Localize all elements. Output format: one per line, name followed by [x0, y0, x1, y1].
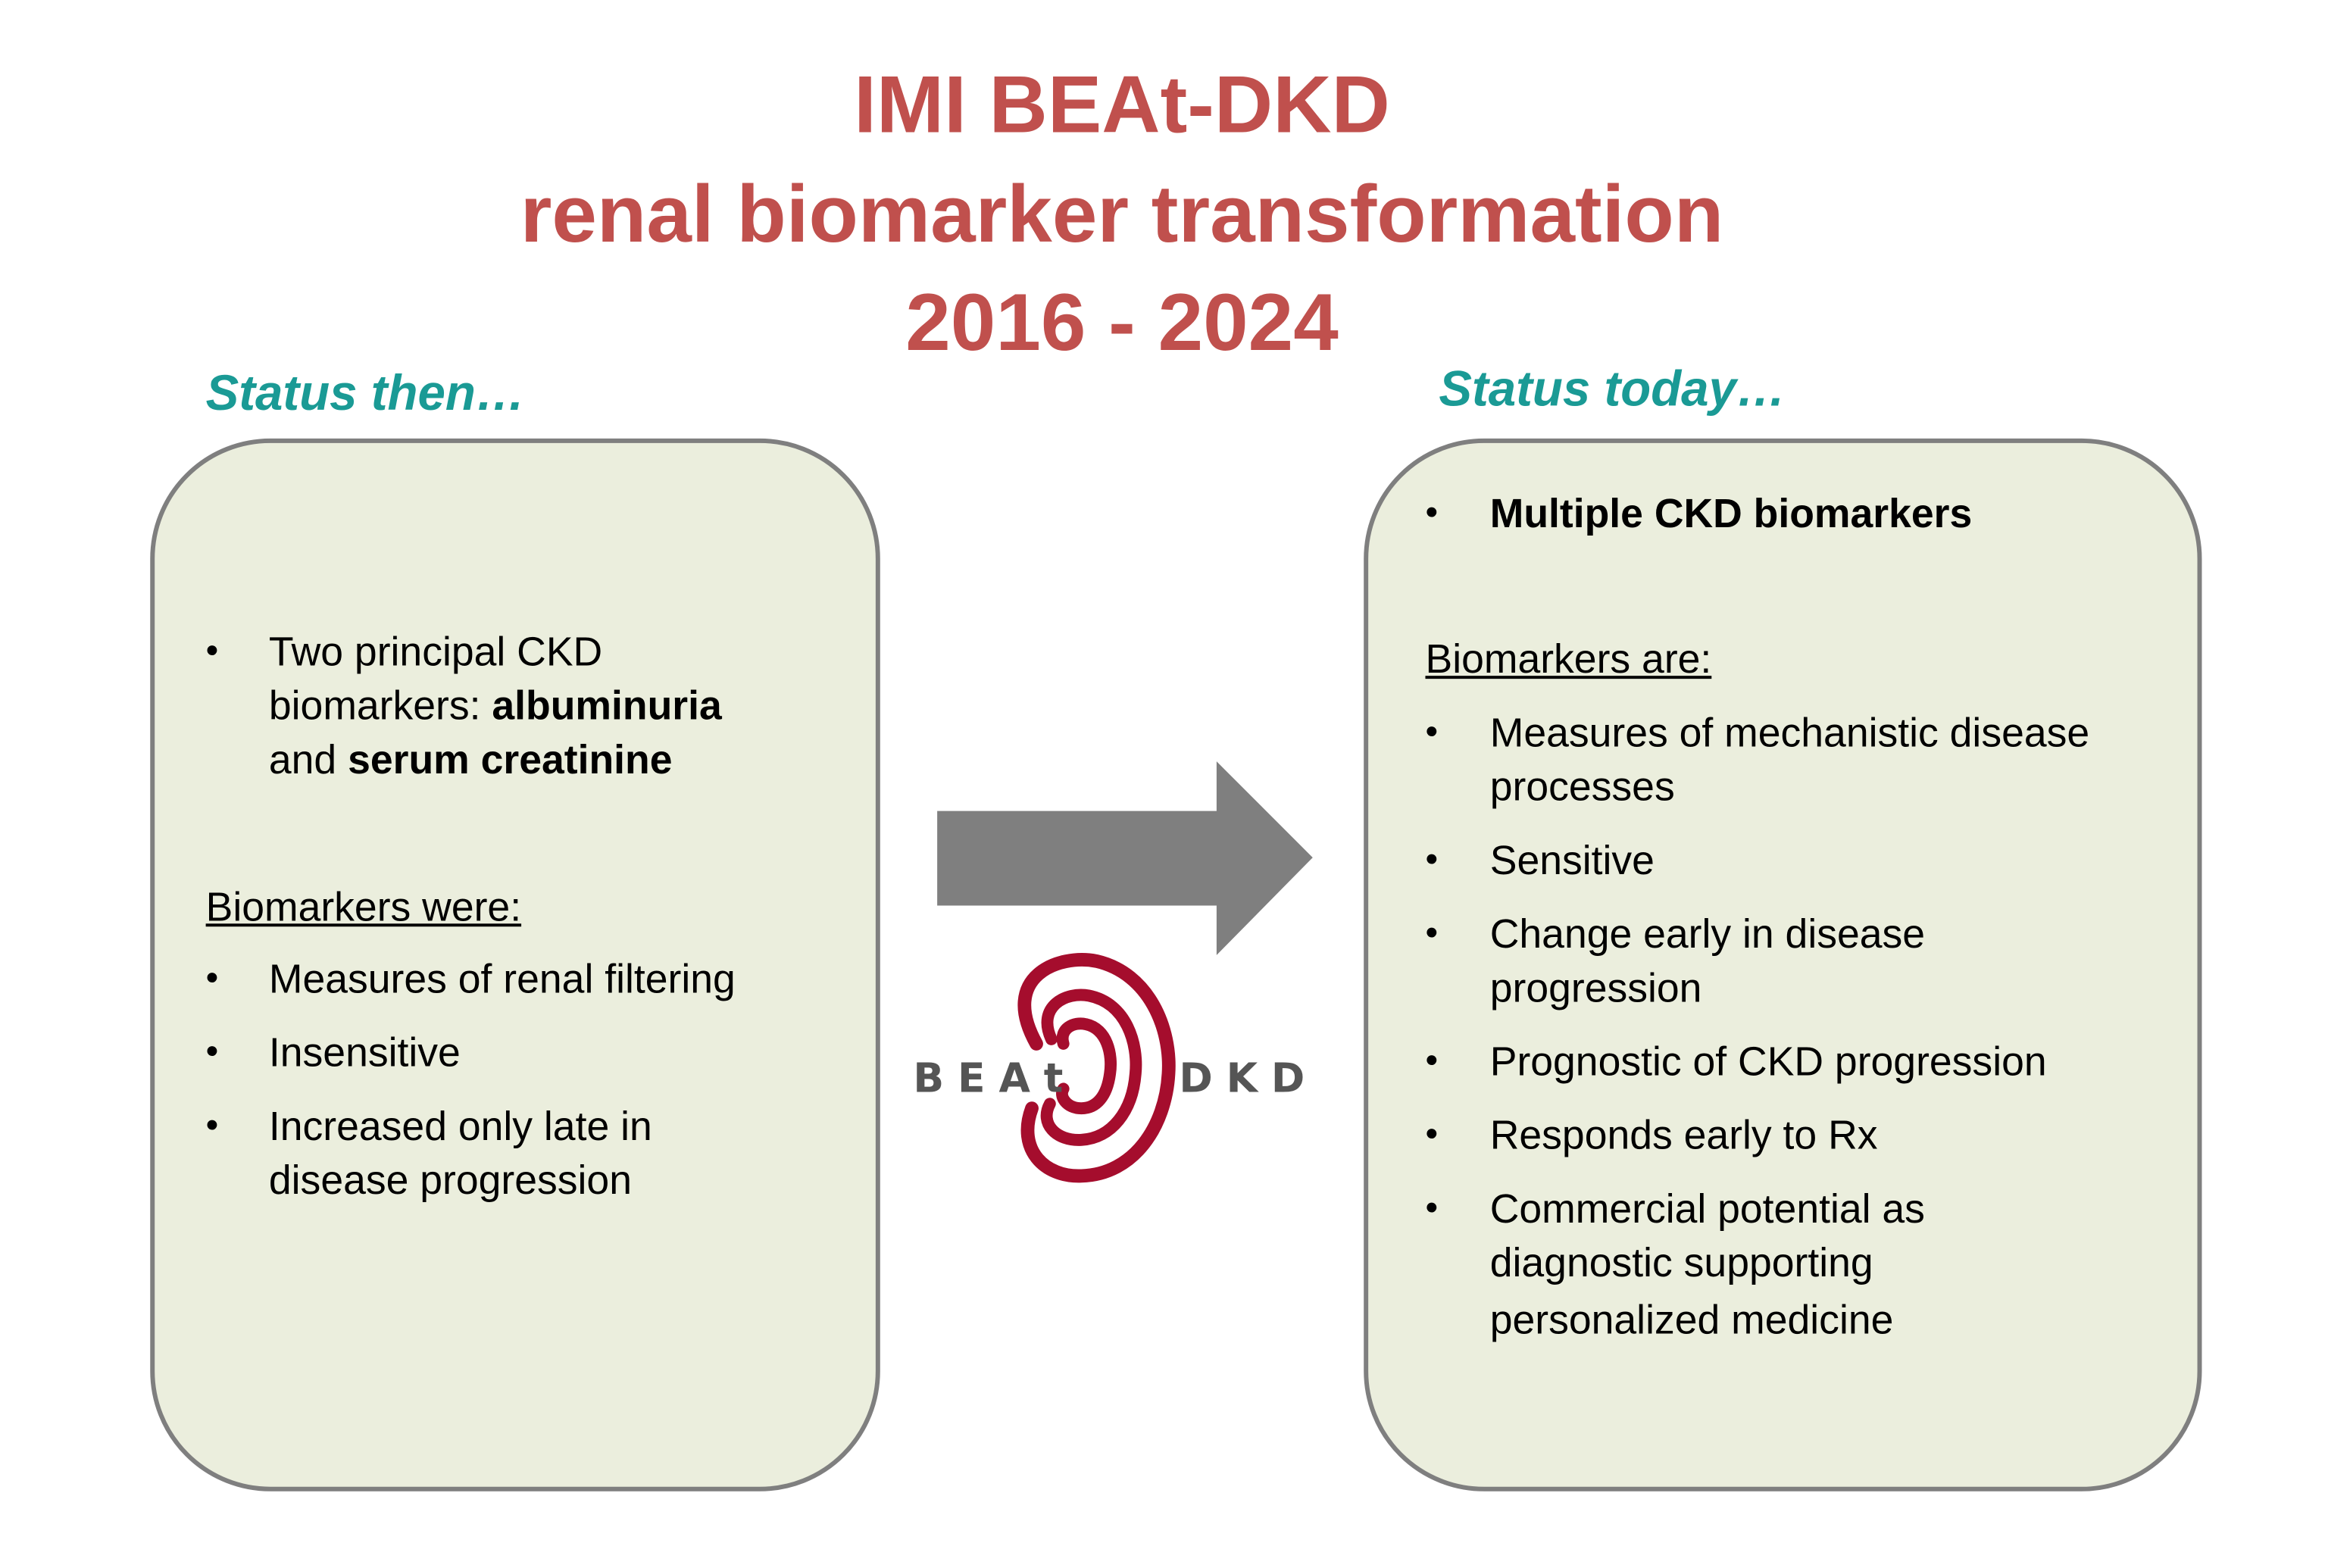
beat-dkd-logo: BEAt DKD [913, 953, 1318, 1183]
serum-creatinine-emphasis: serum creatinine [348, 737, 673, 782]
list-item: Sensitive [1489, 838, 1655, 883]
intro-line: biomarkers: albuminuria [269, 679, 722, 732]
bullet: • [205, 1105, 219, 1146]
title-line-3: 2016 - 2024 [905, 277, 1339, 368]
bullet: • [205, 630, 219, 672]
text: biomarkers: [268, 683, 492, 729]
bullet: • [1425, 913, 1439, 954]
list-item-cont: progression [1489, 965, 1702, 1011]
status-then-box [150, 438, 880, 1491]
text: and [268, 737, 348, 782]
bullet: • [1425, 839, 1439, 880]
subheading: Biomarkers are: [1425, 636, 1712, 682]
bullet: • [1425, 1114, 1439, 1155]
intro-line: Multiple CKD biomarkers [1489, 491, 1973, 536]
intro-line: and serum creatinine [269, 733, 673, 787]
list-item-cont: disease progression [268, 1157, 632, 1204]
bullet: • [1425, 492, 1439, 533]
logo-text-right: DKD [1179, 1054, 1318, 1101]
list-item: Measures of renal filtering [268, 956, 736, 1002]
list-item: Responds early to Rx [1489, 1113, 1878, 1158]
list-item-cont: diagnostic supporting [1489, 1240, 1873, 1286]
albuminuria-emphasis: albuminuria [492, 683, 722, 729]
list-item: Insensitive [268, 1030, 461, 1076]
logo-text-left: BEAt [913, 1054, 1077, 1101]
list-item-cont: processes [1489, 764, 1675, 810]
status-today-box [1364, 438, 2202, 1491]
list-item: Prognostic of CKD progression [1489, 1039, 2047, 1085]
bullet: • [1425, 1188, 1439, 1229]
bullet: • [205, 1032, 219, 1073]
list-item-cont: personalized medicine [1489, 1297, 1894, 1343]
list-item: Measures of mechanistic disease [1489, 710, 2090, 756]
list-item: Change early in disease [1489, 911, 1926, 957]
bullet: • [1425, 711, 1439, 753]
bullet: • [205, 957, 219, 999]
subheading: Biomarkers were: [205, 884, 522, 930]
list-item: Commercial potential as [1489, 1186, 1925, 1232]
intro-line: Two principal CKD [268, 629, 603, 675]
bullet: • [1425, 1040, 1439, 1082]
title-line-1: IMI BEAt-DKD [854, 60, 1390, 151]
status-today-heading: Status today… [1439, 360, 1786, 417]
list-item: Increased only late in [268, 1104, 652, 1149]
status-then-heading: Status then… [205, 364, 526, 421]
title-line-2: renal biomarker transformation [520, 170, 1724, 260]
